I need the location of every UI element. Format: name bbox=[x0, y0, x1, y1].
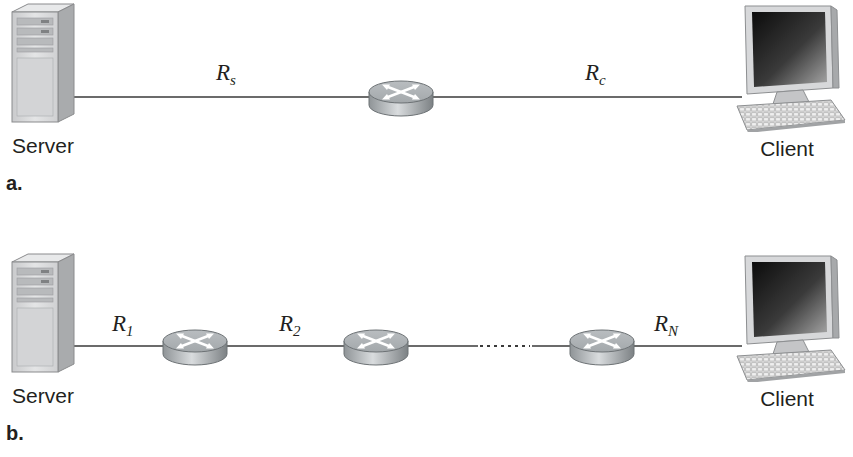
server-icon bbox=[8, 2, 78, 124]
client-icon bbox=[727, 2, 847, 132]
server-node: Server bbox=[0, 2, 96, 168]
device-label: Client bbox=[760, 387, 814, 411]
link-rate-label: RN bbox=[654, 311, 678, 337]
link-rate-label: R1 bbox=[112, 311, 134, 337]
server-node: Server bbox=[0, 252, 96, 418]
client-icon bbox=[727, 252, 847, 382]
client-node: Client bbox=[725, 2, 849, 168]
link-rate-label: Rc bbox=[585, 60, 606, 86]
device-label: Server bbox=[12, 134, 74, 158]
device-label: Client bbox=[760, 137, 814, 161]
link-rate-label: Rs bbox=[216, 60, 236, 86]
device-label: Server bbox=[12, 384, 74, 408]
server-icon bbox=[8, 252, 78, 374]
part-label: b. bbox=[6, 422, 24, 445]
link-rate-label: R2 bbox=[279, 311, 301, 337]
client-node: Client bbox=[725, 252, 849, 418]
part-label: a. bbox=[6, 172, 23, 195]
